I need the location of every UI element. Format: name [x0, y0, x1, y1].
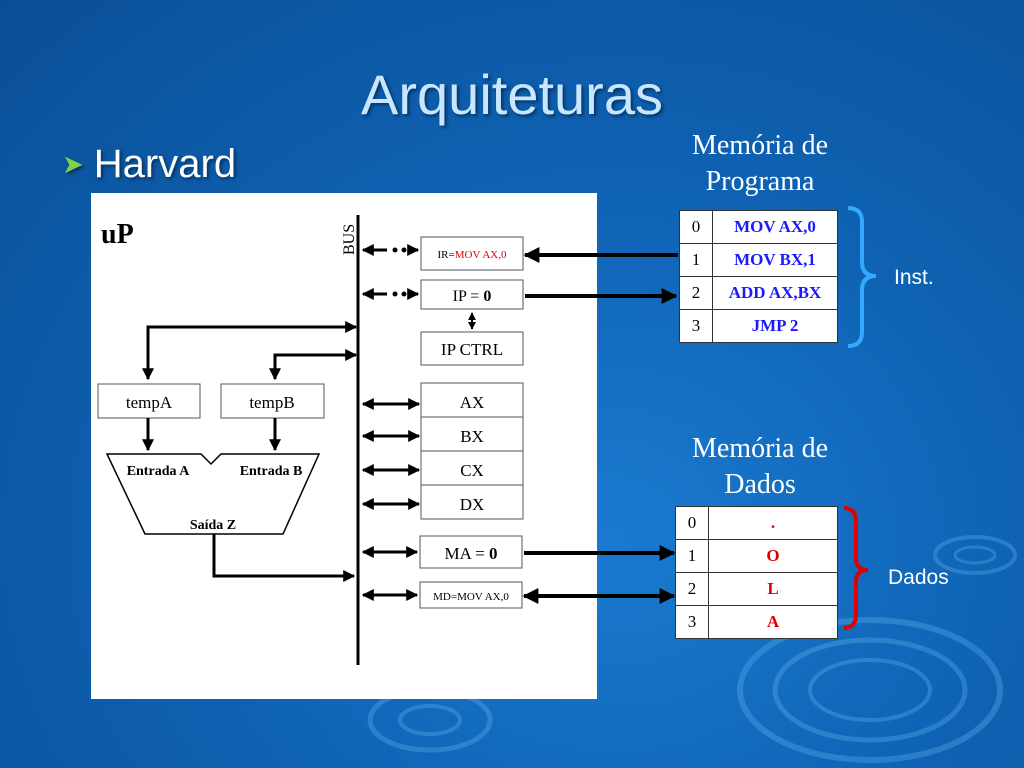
- alu-input-a: Entrada A: [127, 464, 191, 479]
- ip-register: [420, 279, 524, 310]
- data-memory-title-line1: Memória de: [691, 433, 829, 464]
- data-memory-title-line2: Dados: [724, 469, 796, 500]
- tempa-label: tempA: [126, 393, 173, 412]
- data-brace: [843, 506, 869, 630]
- row-value: O: [708, 539, 838, 573]
- row-value: A: [708, 605, 838, 639]
- row-index: 1: [679, 243, 713, 277]
- ma-register: [419, 535, 523, 569]
- alu-input-b: Entrada B: [240, 464, 303, 479]
- alu-shape: [105, 453, 321, 535]
- processor-diagram: uP BUS IR=MOV AX,0 IP = 0 IP CTRL: [91, 193, 597, 699]
- register-bx: BX: [460, 427, 484, 446]
- register-dx: DX: [460, 495, 485, 514]
- alu-output: Saída Z: [190, 518, 236, 533]
- ma-text: MA = 0: [444, 544, 497, 563]
- register-file: AX BX CX DX: [420, 382, 524, 520]
- register-bus-links: [361, 398, 421, 510]
- ir-register: [420, 236, 524, 271]
- md-text: MD=MOV AX,0: [433, 591, 509, 603]
- alu-to-bus-arrow: [212, 534, 356, 582]
- slide-title: Arquiteturas: [361, 63, 663, 126]
- bullet-text: Harvard: [93, 142, 237, 186]
- bus-to-tempb-line: [269, 349, 358, 381]
- row-index: 1: [675, 539, 709, 573]
- program-memory-title: Memória de Programa: [670, 128, 850, 200]
- row-index: 0: [675, 506, 709, 540]
- table-row: 0.: [675, 506, 838, 540]
- row-index: 3: [675, 605, 709, 639]
- up-label: uP: [101, 219, 134, 250]
- ip-bus-link: [361, 288, 420, 300]
- row-index: 2: [679, 276, 713, 310]
- row-value: ADD AX,BX: [712, 276, 838, 310]
- bullet-arrow-icon: ➤: [62, 149, 84, 179]
- bus-to-tempa-line: [142, 321, 358, 381]
- md-register: [419, 581, 523, 609]
- instructions-label: Inst.: [894, 266, 934, 289]
- ir-text: IR=MOV AX,0: [438, 249, 507, 261]
- row-value: JMP 2: [712, 309, 838, 343]
- instructions-brace: [847, 206, 877, 348]
- ir-bus-link: [361, 244, 420, 256]
- row-value: MOV AX,0: [712, 210, 838, 244]
- ip-ctrl-label: IP CTRL: [441, 340, 503, 359]
- row-index: 2: [675, 572, 709, 606]
- bus-label: BUS: [341, 224, 358, 255]
- row-value: MOV BX,1: [712, 243, 838, 277]
- row-index: 0: [679, 210, 713, 244]
- row-value: L: [708, 572, 838, 606]
- row-index: 3: [679, 309, 713, 343]
- bullet-item: ➤ Harvard: [62, 142, 236, 187]
- register-ax: AX: [460, 393, 485, 412]
- program-memory-title-line1: Memória de: [691, 130, 829, 161]
- tempb-register: [220, 383, 325, 419]
- tempb-label: tempB: [249, 393, 294, 412]
- register-cx: CX: [460, 461, 484, 480]
- data-label: Dados: [888, 566, 949, 589]
- ip-ctrl-box: [420, 331, 524, 366]
- data-memory-title: Memória de Dados: [670, 431, 850, 503]
- row-value: .: [708, 506, 838, 540]
- tempa-register: [97, 383, 201, 419]
- ip-text: IP = 0: [453, 288, 492, 305]
- program-memory-title-line2: Programa: [705, 166, 815, 197]
